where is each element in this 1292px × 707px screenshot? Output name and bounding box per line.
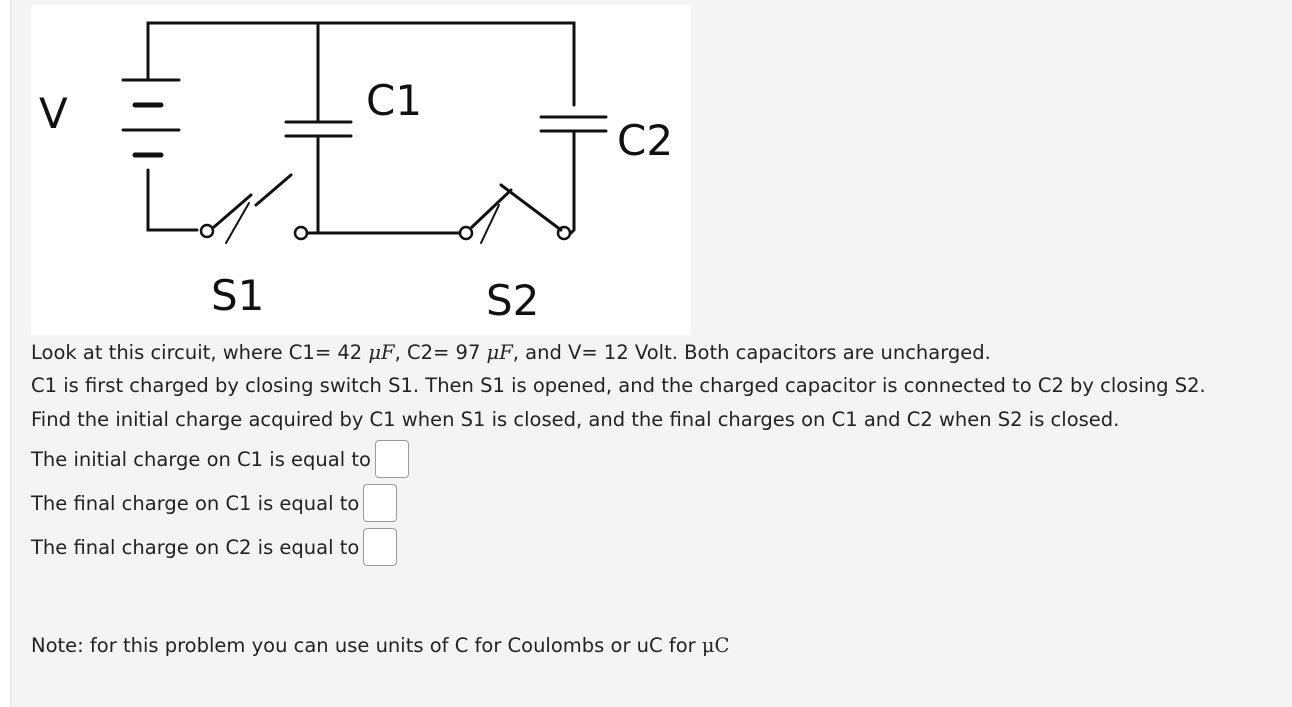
answer-label: The initial charge on C1 is equal to (31, 447, 371, 471)
unit-microfarad: μF (486, 341, 513, 364)
answer-label: The final charge on C1 is equal to (31, 491, 360, 515)
label-s1: S1 (211, 271, 264, 320)
initial-charge-c1-input[interactable] (374, 440, 409, 478)
problem-line-2: C1 is first charged by closing switch S1… (31, 374, 1206, 397)
answer-row-final-c2: The final charge on C2 is equal to (31, 527, 398, 567)
label-c1: C1 (366, 76, 422, 125)
left-lower-wire (146, 168, 199, 232)
answer-label: The final charge on C2 is equal to (31, 535, 360, 559)
answer-row-initial-c1: The initial charge on C1 is equal to (31, 439, 409, 479)
final-charge-c1-input[interactable] (363, 484, 398, 522)
label-s2: S2 (486, 276, 539, 325)
circuit-diagram: V C1 C2 S1 S2 (39, 21, 673, 325)
units-note: Note: for this problem you can use units… (31, 634, 730, 657)
problem-line-3: Find the initial charge acquired by C1 w… (31, 408, 1120, 431)
answer-row-final-c1: The final charge on C1 is equal to (31, 483, 398, 523)
label-c2: C2 (617, 116, 673, 165)
top-wire (146, 21, 576, 107)
problem-line-1: Look at this circuit, where C1= 42 μF, C… (31, 341, 991, 364)
final-charge-c2-input[interactable] (363, 528, 398, 566)
unit-microcoulomb: μC (701, 634, 730, 657)
unit-microfarad: μF (368, 341, 395, 364)
label-v: V (39, 89, 68, 138)
circuit-figure: V C1 C2 S1 S2 (31, 5, 691, 335)
